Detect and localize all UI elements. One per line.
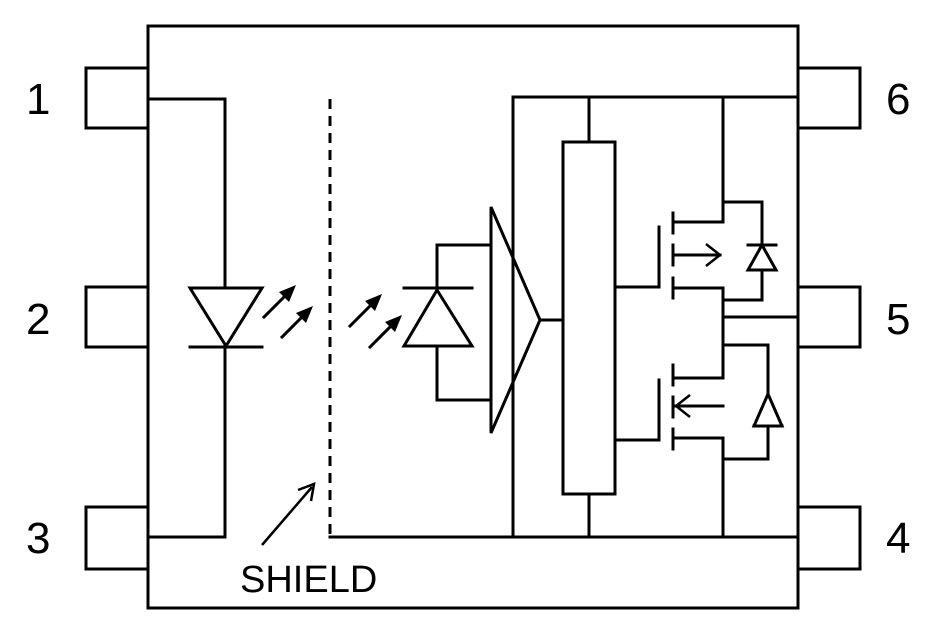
- lower-body-diode: [751, 390, 785, 428]
- pin-4-tab: [796, 505, 862, 571]
- shield-pointer-arrow: [261, 482, 316, 546]
- pin-6-tab: [796, 66, 862, 130]
- upper-output-transistor: [613, 95, 779, 320]
- pin-5-label: 5: [886, 295, 910, 344]
- pin-5-tab: [796, 285, 862, 349]
- photodiode-circuit: [347, 243, 493, 402]
- pin-1-tab: [84, 66, 150, 130]
- pin-2-tab: [84, 285, 150, 349]
- shield-label: SHIELD: [240, 559, 377, 601]
- upper-body-diode: [745, 241, 779, 272]
- amplifier-symbol: [489, 206, 542, 434]
- lower-output-transistor: [613, 316, 785, 539]
- vcc-rail: [511, 95, 800, 539]
- led-input-circuit: [146, 97, 313, 539]
- pin-3-tab: [84, 505, 150, 571]
- pin-4-label: 4: [886, 514, 910, 563]
- led-emission-arrows-icon: [261, 285, 313, 340]
- pin-3-label: 3: [26, 514, 50, 563]
- photodiode-symbol: [401, 287, 475, 348]
- pin-6-label: 6: [886, 75, 910, 124]
- pin-1-label: 1: [26, 75, 50, 124]
- logic-block: [561, 140, 617, 496]
- photodiode-incoming-light-icon: [347, 294, 402, 350]
- pin-2-label: 2: [26, 295, 50, 344]
- led-diode-symbol: [187, 286, 265, 349]
